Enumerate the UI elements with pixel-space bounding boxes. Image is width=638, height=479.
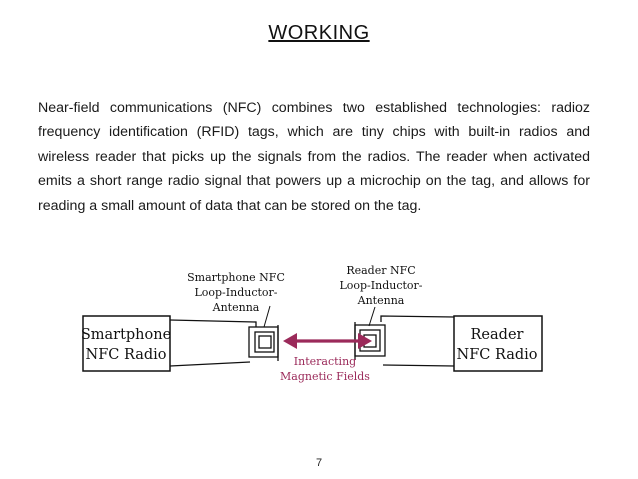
reader-antenna-label-line3: Antenna — [357, 294, 405, 307]
body-line: emits a short range radio signal that po… — [38, 173, 590, 190]
magnetic-field-arrow — [283, 333, 372, 349]
body-paragraph: Near-field communications (NFC) combines… — [38, 96, 590, 218]
smartphone-antenna-wire-bottom — [169, 361, 251, 367]
field-label-line1: Interacting — [294, 355, 356, 368]
reader-radio-box — [453, 315, 543, 372]
smartphone-antenna-wire — [169, 319, 257, 327]
page-number: 7 — [315, 457, 323, 469]
smartphone-radio-label-line1: Smartphone — [81, 327, 171, 343]
smartphone-antenna-label-line2: Loop-Inductor- — [194, 286, 277, 299]
reader-antenna-pointer — [368, 306, 376, 327]
body-line: reading a small amount of data that can … — [38, 197, 422, 214]
reader-antenna-wire-bottom — [382, 364, 455, 367]
smartphone-antenna-label-line1: Smartphone NFC — [187, 271, 285, 284]
smartphone-antenna-pointer — [263, 305, 271, 328]
reader-antenna-label-line2: Loop-Inductor- — [339, 279, 422, 292]
reader-radio-label-line1: Reader — [471, 327, 524, 343]
slide-title: WORKING — [268, 22, 370, 44]
nfc-diagram: Smartphone NFC Radio Reader NFC Radio — [81, 264, 543, 383]
smartphone-antenna-label-line3: Antenna — [212, 301, 260, 314]
body-line: Near-field communications (NFC) combines… — [38, 100, 590, 116]
smartphone-loop-antenna — [248, 325, 279, 361]
smartphone-radio-label-line2: NFC Radio — [86, 347, 167, 363]
field-label-line2: Magnetic Fields — [280, 370, 370, 383]
reader-antenna-label-line1: Reader NFC — [346, 264, 415, 277]
reader-antenna-wire — [380, 315, 455, 322]
body-line: frequency identification (RFID) tags, wh… — [38, 124, 590, 141]
reader-radio-label-line2: NFC Radio — [457, 347, 538, 363]
body-line: wireless reader that picks up the signal… — [38, 148, 590, 165]
smartphone-radio-box — [82, 315, 171, 372]
